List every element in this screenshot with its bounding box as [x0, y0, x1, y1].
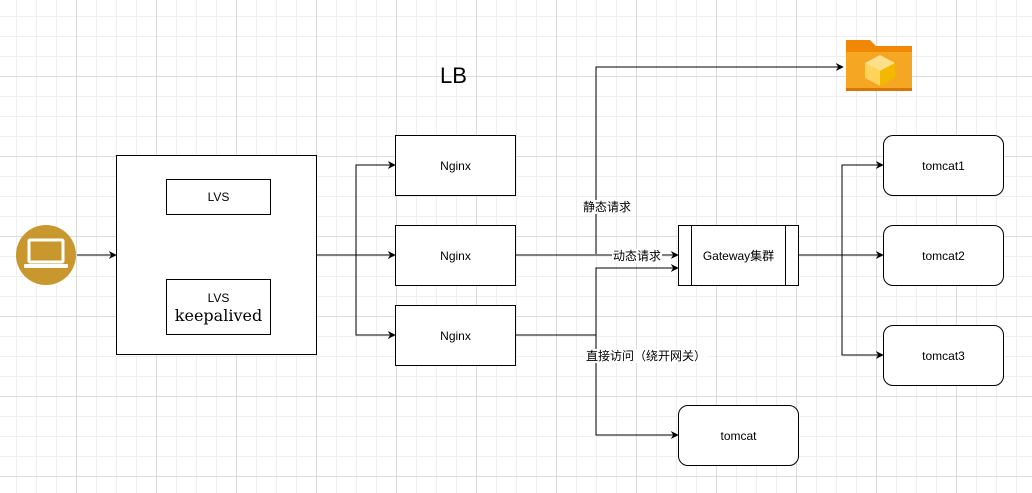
- diagram-title: LB: [440, 63, 467, 88]
- gateway-left-bar: [691, 226, 692, 285]
- edge-gateway-tomcat1: [799, 161, 884, 256]
- edge-nginx3-gateway: [516, 264, 679, 336]
- gateway-right-bar: [785, 226, 786, 285]
- nginx-label: Nginx: [440, 248, 471, 263]
- lvs-node[interactable]: LVS: [166, 179, 271, 215]
- tomcat-label: tomcat: [720, 428, 757, 443]
- nginx-label: Nginx: [440, 158, 471, 173]
- lvs-label: LVS: [207, 190, 230, 204]
- nginx-node-1[interactable]: Nginx: [395, 135, 516, 196]
- edge-lvs-nginx3: [355, 255, 396, 339]
- edge-direct-tomcat: [595, 335, 679, 439]
- static-request-label: 静态请求: [582, 200, 633, 214]
- tomcat-label: tomcat1: [922, 158, 965, 173]
- tomcat-node-2[interactable]: tomcat2: [883, 225, 1004, 286]
- gateway-cluster-node[interactable]: Gateway集群: [678, 225, 799, 286]
- edge-lvs-nginx1: [317, 161, 396, 256]
- nginx-node-2[interactable]: Nginx: [395, 225, 516, 286]
- tomcat-label: tomcat3: [922, 348, 965, 363]
- tomcat-node-3[interactable]: tomcat3: [883, 325, 1004, 386]
- edge-static-folder: [595, 63, 844, 254]
- nginx-node-3[interactable]: Nginx: [395, 305, 516, 366]
- lvs-label-2: LVS: [207, 291, 230, 305]
- gateway-label: Gateway集群: [702, 249, 775, 263]
- tomcat-direct-node[interactable]: tomcat: [678, 405, 799, 466]
- tomcat-label: tomcat2: [922, 248, 965, 263]
- dynamic-request-label: 动态请求: [612, 249, 663, 263]
- lvs-keepalived-node[interactable]: LVS keepalived: [166, 279, 271, 335]
- keepalived-label: keepalived: [174, 306, 263, 325]
- static-folder-icon: [846, 40, 912, 91]
- tomcat-node-1[interactable]: tomcat1: [883, 135, 1004, 196]
- direct-access-label: 直接访问（绕开网关）: [585, 349, 708, 363]
- nginx-label: Nginx: [440, 328, 471, 343]
- edge-gateway-tomcat3: [841, 255, 884, 359]
- computer-icon: [16, 225, 76, 285]
